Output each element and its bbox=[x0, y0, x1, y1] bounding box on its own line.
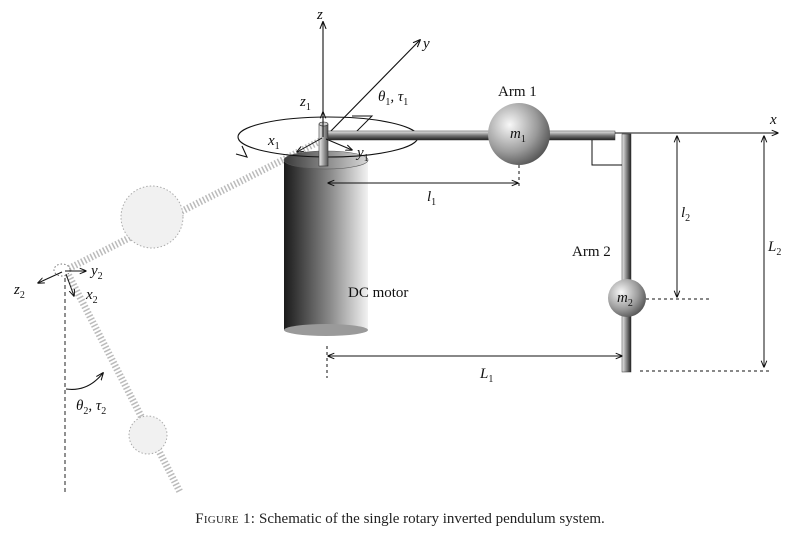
x2-label: x2 bbox=[85, 287, 98, 306]
mass-m1 bbox=[488, 103, 550, 165]
y2-label: y2 bbox=[89, 263, 103, 282]
x-axis-label: x bbox=[769, 112, 777, 128]
ghost-axes bbox=[38, 271, 86, 296]
l1-label: l1 bbox=[427, 189, 436, 208]
mass-m2 bbox=[608, 279, 646, 317]
m1-label: m1 bbox=[510, 126, 526, 145]
l2-label: l2 bbox=[681, 205, 690, 224]
ghost-pendulum bbox=[53, 136, 324, 494]
local-axes-1 bbox=[297, 112, 352, 152]
theta1-arrowhead bbox=[235, 145, 248, 158]
right-angle-marker-2 bbox=[591, 140, 622, 166]
arm-2-label: Arm 2 bbox=[572, 244, 611, 260]
figure-caption: Figure 1: Schematic of the single rotary… bbox=[0, 511, 800, 528]
m2-label: m2 bbox=[617, 290, 633, 309]
theta1-tau1-label: θ1, τ1 bbox=[378, 89, 408, 108]
z1-label: z1 bbox=[299, 94, 311, 113]
dc-motor bbox=[283, 150, 369, 336]
x1-label: x1 bbox=[267, 133, 280, 152]
y1-label: y1 bbox=[355, 145, 369, 164]
z2-label: z2 bbox=[13, 282, 25, 301]
right-angle-marker-1 bbox=[352, 115, 374, 135]
arm-2-rod bbox=[621, 133, 632, 373]
z-axis-label: z bbox=[316, 7, 323, 23]
y-axis-label: y bbox=[421, 36, 430, 52]
dc-motor-label: DC motor bbox=[348, 285, 408, 301]
y-axis bbox=[327, 40, 420, 135]
L1-label: L1 bbox=[479, 366, 493, 385]
L2-label: L2 bbox=[767, 239, 781, 258]
theta2-arc-arrow bbox=[65, 373, 103, 390]
arm-1-label: Arm 1 bbox=[498, 84, 537, 100]
caption-prefix: Figure 1: bbox=[195, 511, 256, 527]
theta2-tau2-label: θ2, τ2 bbox=[76, 398, 106, 417]
caption-text: Schematic of the single rotary inverted … bbox=[255, 511, 605, 527]
arm-1-rod bbox=[327, 130, 616, 141]
dimension-lines bbox=[326, 136, 770, 378]
